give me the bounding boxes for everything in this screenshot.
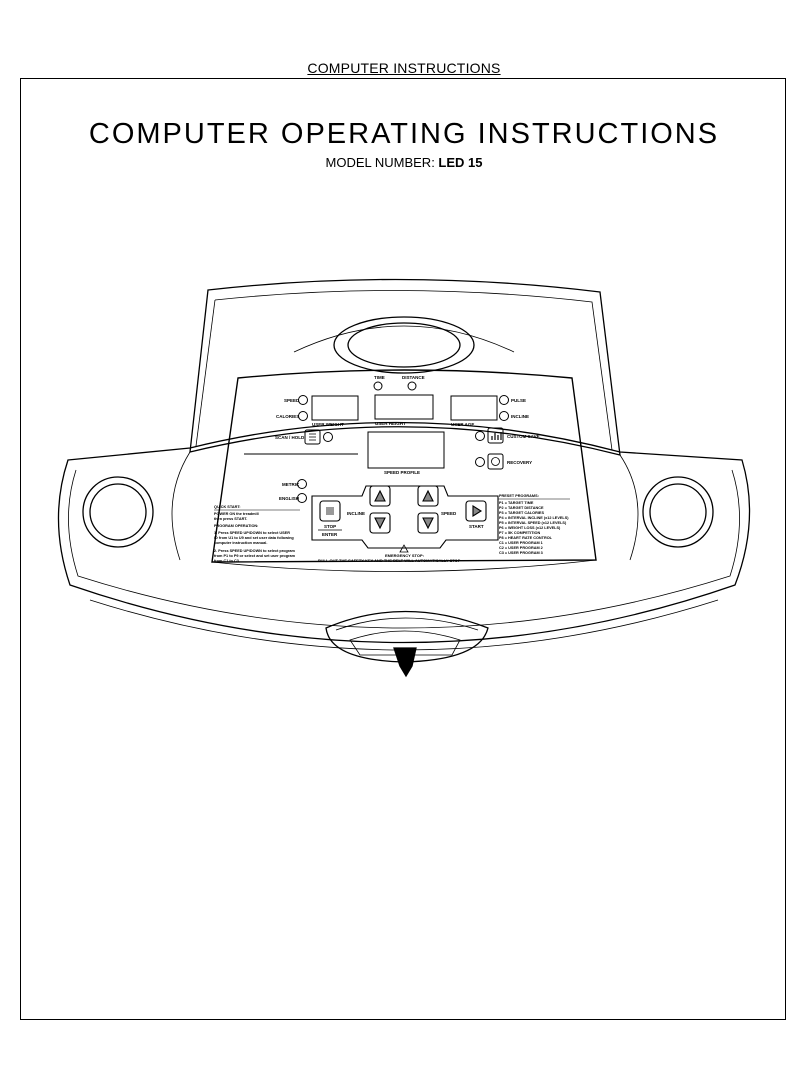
label-speed: SPEED <box>284 398 300 403</box>
preset-program-item: P8 = HEART RATE CONTROL <box>499 536 553 540</box>
display-time-distance <box>374 394 434 420</box>
right-cup-holder <box>642 476 714 548</box>
preset-program-item: P4 = INTERVAL INCLINE (x12 LEVELS) <box>499 516 569 520</box>
label-distance: DISTANCE <box>402 375 425 380</box>
led-metric <box>297 479 307 489</box>
preset-program-item: C2 = USER PROGRAM 2 <box>499 546 543 550</box>
label-speed-keys: SPEED <box>441 511 457 516</box>
keypad-outline <box>311 485 499 549</box>
model-number-label: MODEL NUMBER: <box>325 155 439 170</box>
emergency-stop-heading: EMERGENCY STOP: <box>385 553 424 558</box>
program-operation-heading: PROGRAM OPERATION: <box>214 524 258 528</box>
section-header: COMPUTER INSTRUCTIONS <box>307 60 501 76</box>
label-user-height: USER HEIGHT <box>375 421 406 426</box>
label-scan-hold: SCAN / HOLD <box>275 435 305 440</box>
led-speed <box>298 395 308 405</box>
stop-enter-button[interactable] <box>319 500 341 522</box>
top-handle <box>333 316 475 374</box>
led-pulse <box>499 395 509 405</box>
incline-down-button[interactable] <box>369 512 391 534</box>
label-english: ENGLISH <box>279 496 299 501</box>
label-enter: ENTER <box>322 532 338 537</box>
preset-program-item: P6 = WEIGHT LOSS (x12 LEVELS) <box>499 526 561 530</box>
program-operation-line: computer instruction manual. <box>214 541 267 545</box>
program-operation-line: 2. Press SPEED UP/DOWN to select program <box>214 549 295 553</box>
scan-hold-button[interactable] <box>304 429 321 445</box>
console-body <box>57 421 751 644</box>
led-time <box>373 381 383 391</box>
led-english <box>297 493 307 503</box>
label-recovery: RECOVERY <box>507 460 532 465</box>
page-title: COMPUTER OPERATING INSTRUCTIONS <box>88 118 720 150</box>
quick-start-heading: QUICK START: <box>214 505 241 509</box>
program-operation-line: ID from U1 to U9 and set user data follo… <box>214 536 294 540</box>
label-incline: INCLINE <box>511 414 529 419</box>
label-incline-keys: INCLINE <box>347 511 365 516</box>
left-cup-holder <box>82 476 154 548</box>
display-pulse-incline <box>450 395 498 421</box>
preset-program-item: C1 = USER PROGRAM 1 <box>499 541 543 545</box>
led-calories <box>298 411 308 421</box>
speed-down-button[interactable] <box>417 512 439 534</box>
model-number: MODEL NUMBER: LED 15 <box>0 155 808 170</box>
label-stop: STOP <box>324 524 336 529</box>
program-operation-line: 1. Press SPEED UP/DOWN to select USER <box>214 531 290 535</box>
led-distance <box>407 381 417 391</box>
start-button[interactable] <box>465 500 487 522</box>
recovery-button[interactable] <box>487 453 504 470</box>
preset-program-item: P2 = TARGET DISTANCE <box>499 506 544 510</box>
display-speed-calories <box>311 395 359 421</box>
label-user-weight: USER WEIGHT <box>312 422 344 427</box>
quick-start-line: then press START. <box>214 517 247 521</box>
safety-key-housing <box>325 610 489 663</box>
led-incline <box>499 411 509 421</box>
speed-up-button[interactable] <box>417 485 439 507</box>
label-pulse: PULSE <box>511 398 526 403</box>
led-scan-hold <box>323 432 333 442</box>
program-operation-line: from C1 to C3. <box>214 559 240 563</box>
preset-program-item: P1 = TARGET TIME <box>499 501 534 505</box>
preset-program-item: P5 = INTERVAL SPEED (x12 LEVELS) <box>499 521 567 525</box>
preset-program-item: P7 = 5K COMPETITION <box>499 531 541 535</box>
hood-inner-line <box>214 290 613 451</box>
custom-save-button[interactable] <box>487 427 504 444</box>
led-recovery <box>475 457 485 467</box>
preset-program-item: C3 = USER PROGRAM 3 <box>499 551 543 555</box>
led-custom-save <box>475 431 485 441</box>
safety-key[interactable] <box>393 647 417 678</box>
page-frame <box>20 78 786 1020</box>
display-speed-profile <box>367 431 445 469</box>
label-metric: METRIC <box>282 482 300 487</box>
model-number-value: LED 15 <box>438 155 483 170</box>
program-operation-line: from P1 to P9 or select and set user pro… <box>214 554 296 558</box>
label-custom-save: CUSTOM SAVE <box>507 434 540 439</box>
label-calories: CALORIES <box>276 414 299 419</box>
incline-up-button[interactable] <box>369 485 391 507</box>
label-time: TIME <box>374 375 385 380</box>
label-speed-profile: SPEED PROFILE <box>384 470 420 475</box>
label-start: START <box>469 524 484 529</box>
quick-start-line: POWER ON the treadmill <box>214 512 259 516</box>
control-panel <box>211 369 597 563</box>
console-hood <box>189 278 621 456</box>
label-user-age: USER AGE <box>451 422 474 427</box>
preset-program-item: P3 = TARGET CALORIES <box>499 511 544 515</box>
emergency-stop-text: PULL OUT THE SAFETY KEY AND THE BELT WIL… <box>318 558 461 563</box>
preset-programs-heading: PRESET PROGRAMS: <box>499 494 539 498</box>
